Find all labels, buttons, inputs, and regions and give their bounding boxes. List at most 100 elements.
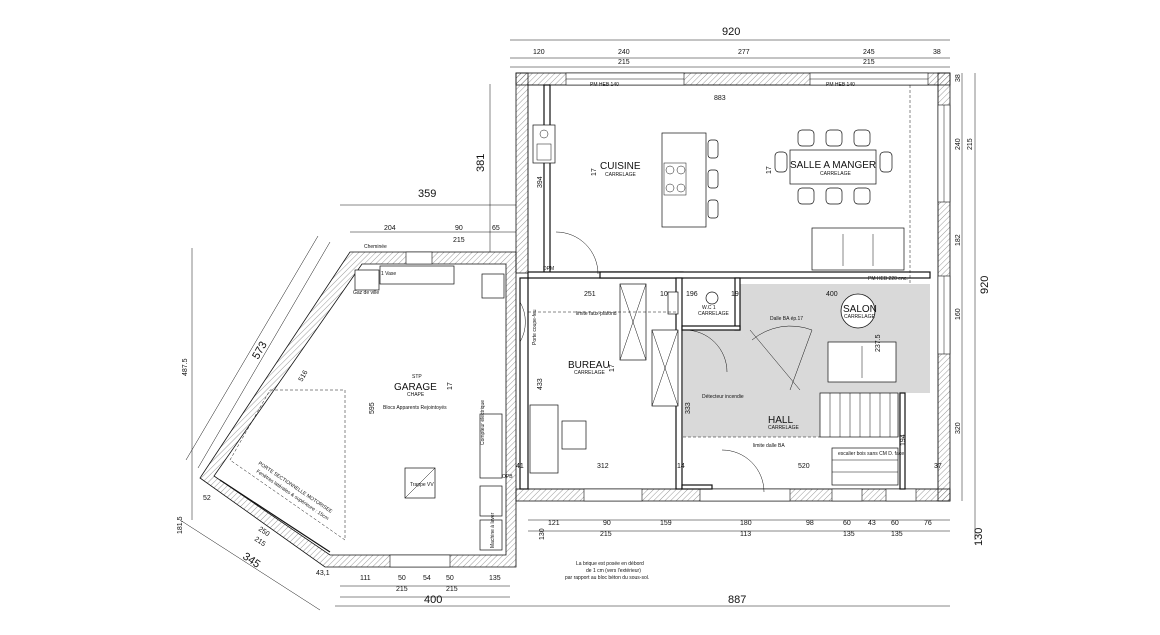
brique-note-3: par rapport au bloc béton du sous-sol. bbox=[565, 575, 649, 581]
dim-52: 52 bbox=[203, 495, 211, 502]
dim-garage-top-3: 65 bbox=[492, 225, 500, 232]
dim-garage-bottom-4: 50 bbox=[446, 575, 454, 582]
dpm: DPM bbox=[543, 266, 554, 272]
stool-1 bbox=[707, 139, 719, 159]
dim-garage-bottom-5: 135 bbox=[489, 575, 501, 582]
pm-heb-220: PM HEB 220 enc. bbox=[868, 276, 908, 282]
door-arc-hall bbox=[721, 449, 765, 493]
dim-right-total: 920 bbox=[979, 276, 991, 294]
dim-251: 251 bbox=[584, 291, 596, 298]
brique-note-2: de 1 cm (vers l'extérieur) bbox=[586, 568, 641, 574]
door-arc-wc bbox=[684, 329, 728, 373]
desk-chair bbox=[561, 420, 587, 450]
dim-359: 359 bbox=[418, 188, 436, 200]
limite-faux-plafond: limite faux-plafond bbox=[576, 311, 617, 317]
dining-chair-b2 bbox=[825, 187, 843, 205]
pm-heb-140-b: PM HEB 140 bbox=[826, 82, 855, 88]
wc-toilet bbox=[705, 291, 719, 305]
dim-595: 595 bbox=[369, 402, 376, 414]
limite-dalle: limite dalle BA bbox=[753, 443, 785, 449]
dim-bottom-7: 43 bbox=[868, 520, 876, 527]
wall-stair bbox=[899, 392, 906, 490]
wc-basin bbox=[667, 291, 679, 315]
dining-chair-t2 bbox=[825, 129, 843, 147]
dim-333: 333 bbox=[685, 402, 692, 414]
dim-top-total: 920 bbox=[722, 26, 740, 38]
garage-stp: STP bbox=[412, 374, 422, 380]
wall-left-upper bbox=[515, 72, 529, 274]
dim-right-1: 38 bbox=[955, 74, 962, 82]
opb: OPB bbox=[502, 474, 513, 480]
dining-chair-b1 bbox=[797, 187, 815, 205]
dim-bottom-3: 159 bbox=[660, 520, 672, 527]
dim-garage-bottom-2: 50 bbox=[398, 575, 406, 582]
room-floor-cuisine: CARRELAGE bbox=[605, 172, 637, 178]
dim-top-5: 38 bbox=[933, 49, 941, 56]
compteur: Compteur électrique bbox=[480, 400, 486, 445]
dim-433: 433 bbox=[537, 378, 544, 390]
escalier: escalier bois sans CM D. face bbox=[838, 451, 904, 457]
dim-top-inner-2: 215 bbox=[863, 59, 875, 66]
dim-573: 573 bbox=[250, 340, 270, 362]
dalle-ba: Dalle BA ép.17 bbox=[770, 316, 803, 322]
sofa-dining bbox=[811, 227, 905, 271]
dim-top-inner-1: 215 bbox=[618, 59, 630, 66]
dim-17d: 17 bbox=[447, 382, 454, 390]
dim-bottom-6: 60 bbox=[843, 520, 851, 527]
brique-note-1: La brique est posée en débord bbox=[576, 561, 644, 567]
dim-516: 516 bbox=[298, 369, 310, 383]
dim-194: 194 bbox=[900, 434, 907, 446]
garage-door bbox=[219, 479, 331, 553]
garage-window-top bbox=[405, 251, 433, 265]
dim-487: 487.5 bbox=[182, 358, 189, 376]
room-floor-hall: CARRELAGE bbox=[768, 425, 800, 431]
dining-chair-b3 bbox=[853, 187, 871, 205]
dim-19: 19 bbox=[731, 291, 739, 298]
dim-bottom-8: 60 bbox=[891, 520, 899, 527]
dim-181: 181,5 bbox=[177, 516, 184, 534]
dim-bottom-1: 121 bbox=[548, 520, 560, 527]
dim-garage-top-1: 204 bbox=[384, 225, 396, 232]
vase: 1 Vase bbox=[381, 271, 396, 277]
room-name-hall: HALL bbox=[768, 415, 793, 426]
gaz: Gaz de ville bbox=[353, 290, 379, 296]
wall-kitchen-bureau-2 bbox=[599, 271, 931, 279]
dim-bottom-9: 76 bbox=[924, 520, 932, 527]
wall-wc-bottom bbox=[681, 325, 741, 331]
dim-bottom-4: 180 bbox=[740, 520, 752, 527]
room-name-salle-a-manger: SALLE A MANGER bbox=[790, 160, 876, 171]
dim-right-5: 160 bbox=[955, 308, 962, 320]
detecteur: Détecteur incendie bbox=[702, 394, 744, 400]
dim-10: 10 bbox=[660, 291, 668, 298]
trappe: Trappe VV bbox=[410, 482, 434, 488]
cheminee: Cheminée bbox=[364, 244, 387, 250]
door-arc-cuisine bbox=[555, 231, 599, 275]
dining-chair-r bbox=[879, 151, 893, 173]
dim-right-6: 320 bbox=[955, 422, 962, 434]
room-name-garage: GARAGE bbox=[394, 382, 437, 393]
porte-coupe-feu: Porte coupe-feu bbox=[532, 309, 538, 345]
door-arc-salon bbox=[749, 325, 813, 391]
dim-237: 237.5 bbox=[875, 334, 882, 352]
dim-top-4: 245 bbox=[863, 49, 875, 56]
dining-chair-t1 bbox=[797, 129, 815, 147]
dim-top-1: 120 bbox=[533, 49, 545, 56]
wall-hall-bottom bbox=[681, 484, 713, 490]
dim-130: 130 bbox=[539, 528, 546, 540]
wall-bureau-left bbox=[519, 277, 529, 490]
room-floor-wc: CARRELAGE bbox=[698, 311, 730, 317]
garage-window-bottom bbox=[389, 554, 451, 568]
dim-381: 381 bbox=[475, 154, 487, 172]
wall-cuisine-left bbox=[543, 84, 551, 276]
dim-41: 41 bbox=[516, 463, 524, 470]
dim-garage-top-2: 90 bbox=[455, 225, 463, 232]
room-name-cuisine: CUISINE bbox=[600, 161, 641, 172]
dim-312: 312 bbox=[597, 463, 609, 470]
dim-bottom-total-right: 887 bbox=[728, 594, 746, 606]
dim-14: 14 bbox=[677, 463, 685, 470]
dim-520: 520 bbox=[798, 463, 810, 470]
dim-right-2: 240 bbox=[955, 138, 962, 150]
dim-17a: 17 bbox=[591, 168, 598, 176]
entrance-door bbox=[699, 488, 791, 502]
